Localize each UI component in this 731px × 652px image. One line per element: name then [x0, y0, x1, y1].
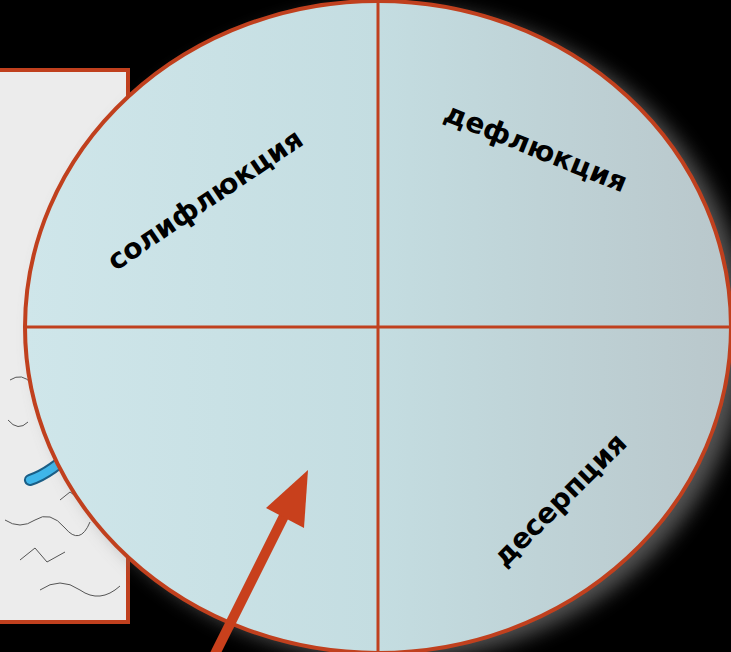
- quadrant-circle: [25, 1, 731, 652]
- pointer-arrowhead: [266, 470, 308, 528]
- pointer-arrow: [212, 510, 287, 652]
- divider-line: [25, 326, 731, 329]
